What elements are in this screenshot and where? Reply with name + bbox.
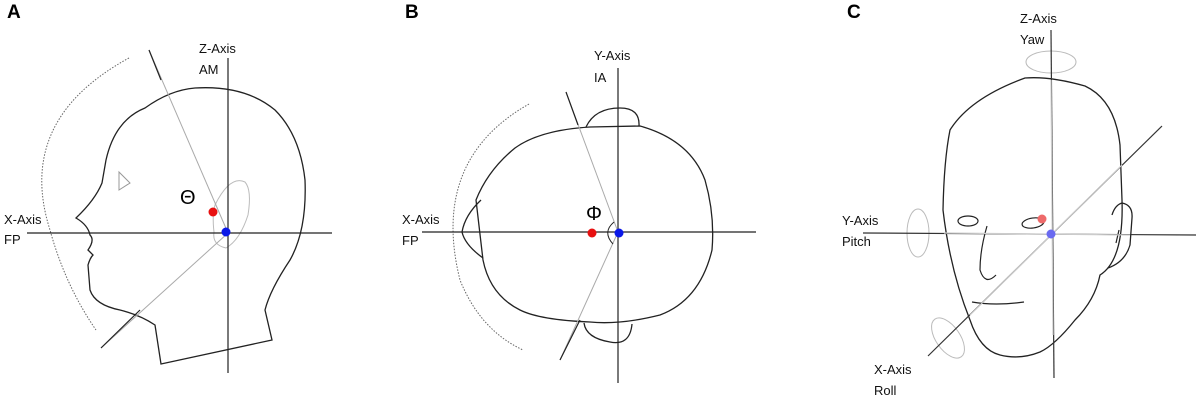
- horizontal-axis-name: X-Axis: [402, 212, 440, 227]
- y-axis-name: Y-Axis: [842, 213, 879, 228]
- blue-origin-dot: [614, 228, 624, 238]
- red-marker-dot: [1037, 214, 1047, 224]
- panel-label: C: [847, 2, 861, 23]
- ear-bottom-outline: [583, 322, 633, 344]
- face-outline: [942, 77, 1123, 358]
- phi-angle-symbol: Φ: [586, 203, 602, 225]
- phi-angle-arc: [607, 221, 615, 245]
- x-axis-sub: Roll: [874, 383, 897, 398]
- panel-label: A: [7, 2, 21, 23]
- left-eye: [957, 215, 979, 227]
- blue-origin-dot: [1046, 229, 1056, 239]
- y-axis-sub: Pitch: [842, 234, 871, 249]
- rotation-arc-dotted: [452, 103, 530, 351]
- x-axis-name: X-Axis: [874, 362, 912, 377]
- horizontal-axis-sub: FP: [4, 232, 21, 247]
- ear-outline: [212, 180, 250, 249]
- vertical-axis-sub: AM: [199, 62, 219, 77]
- front-view-head-diagram: [862, 29, 1197, 379]
- ear-top-outline: [585, 107, 640, 128]
- rotation-arc-dotted: [41, 57, 130, 331]
- panel-a-side-view: A Z-Axis AM X-Axis FP Θ: [0, 0, 400, 401]
- vertical-axis-sub: IA: [594, 70, 607, 85]
- vertical-axis-name: Z-Axis: [199, 41, 236, 56]
- panel-label: B: [405, 2, 419, 23]
- panel-b-top-view: B Y-Axis IA X-Axis FP Φ: [390, 0, 790, 401]
- theta-angle-symbol: Θ: [180, 187, 196, 209]
- panel-c-front-view: C Z-Axis Yaw Y-Axis Pitch X-Axis Roll: [800, 0, 1200, 401]
- horizontal-axis-name: X-Axis: [4, 212, 42, 227]
- theta-lower-line: [100, 232, 229, 349]
- horizontal-axis-sub: FP: [402, 233, 419, 248]
- mouth: [971, 301, 1025, 305]
- head-outline: [74, 87, 306, 365]
- eye-icon: [118, 170, 131, 191]
- vertical-axis-name: Y-Axis: [594, 48, 631, 63]
- roll-rotation-ring: [931, 317, 965, 359]
- theta-upper-line: [148, 49, 229, 234]
- z-axis-name: Z-Axis: [1020, 11, 1057, 26]
- head-outline: [475, 125, 714, 324]
- ear-outline: [1107, 202, 1133, 269]
- nose: [979, 225, 997, 281]
- red-marker-dot: [587, 228, 597, 238]
- blue-origin-dot: [221, 227, 231, 237]
- top-view-head-diagram: [422, 68, 756, 383]
- side-view-head-diagram: [27, 49, 332, 373]
- z-axis-sub: Yaw: [1020, 32, 1045, 47]
- red-marker-dot: [208, 207, 218, 217]
- phi-lower-line: [559, 231, 619, 361]
